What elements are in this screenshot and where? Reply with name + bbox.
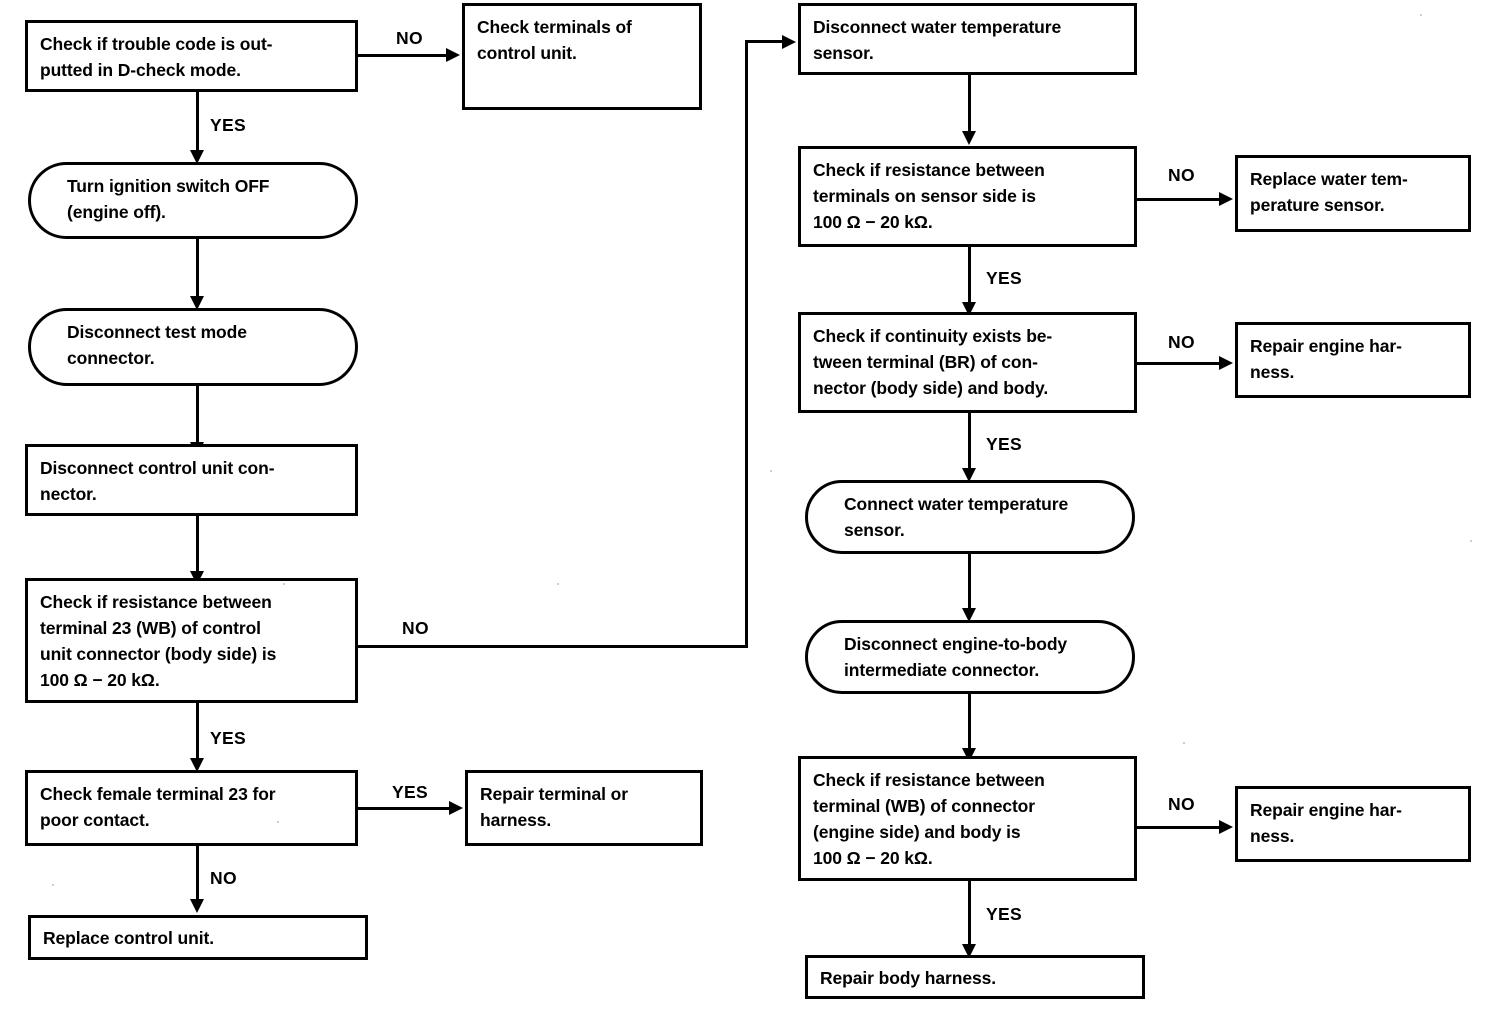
edge-label-yes-3: YES bbox=[392, 782, 428, 802]
node-repair-engine-harness-2[interactable]: Repair engine har- ness. bbox=[1235, 786, 1471, 862]
node-turn-ignition-off[interactable]: Turn ignition switch OFF (engine off). bbox=[28, 162, 358, 239]
edge-label-no-2: NO bbox=[402, 618, 429, 638]
edge-n17-n19-line bbox=[968, 881, 971, 951]
edge-n6-n7-arrowhead bbox=[190, 758, 204, 772]
scan-speck bbox=[1420, 14, 1422, 16]
scan-speck bbox=[1470, 540, 1472, 542]
edge-n17-n18-arrowhead bbox=[1219, 820, 1233, 834]
scan-speck bbox=[52, 884, 54, 886]
edge-n7-n8-arrowhead bbox=[449, 801, 463, 815]
node-replace-water-temp-sensor[interactable]: Replace water tem- perature sensor. bbox=[1235, 155, 1471, 232]
edge-label-yes-5: YES bbox=[986, 434, 1022, 454]
edge-label-no-3: NO bbox=[210, 868, 237, 888]
edge-label-no-5: NO bbox=[1168, 332, 1195, 352]
edge-n10-n11-line bbox=[968, 75, 971, 138]
scan-speck bbox=[1183, 742, 1185, 744]
node-check-resistance-terminal-23[interactable]: Check if resistance between terminal 23 … bbox=[25, 578, 358, 703]
edge-label-no-1: NO bbox=[396, 28, 423, 48]
node-repair-terminal-or-harness[interactable]: Repair terminal or harness. bbox=[465, 770, 703, 846]
edge-label-no-6: NO bbox=[1168, 794, 1195, 814]
edge-n1-n2-line bbox=[358, 54, 448, 57]
edge-n7-n9-line bbox=[196, 846, 199, 906]
node-disconnect-water-temp-sensor[interactable]: Disconnect water temperature sensor. bbox=[798, 3, 1137, 75]
edge-label-yes-1: YES bbox=[210, 115, 246, 135]
node-check-trouble-code[interactable]: Check if trouble code is out- putted in … bbox=[25, 20, 358, 92]
edge-n10-n11-arrowhead bbox=[962, 131, 976, 145]
edge-n1-n3-arrowhead bbox=[190, 150, 204, 164]
node-check-female-terminal-23[interactable]: Check female terminal 23 for poor contac… bbox=[25, 770, 358, 846]
edge-n13-n14-arrowhead bbox=[1219, 356, 1233, 370]
edge-n7-n9-arrowhead bbox=[190, 899, 204, 913]
edge-n17-n19-arrowhead bbox=[962, 944, 976, 958]
node-connect-water-temp-sensor[interactable]: Connect water temperature sensor. bbox=[805, 480, 1135, 554]
node-disconnect-engine-to-body-connector[interactable]: Disconnect engine-to-body intermediate c… bbox=[805, 620, 1135, 694]
scan-speck bbox=[283, 583, 285, 585]
edge-n15-n16-arrowhead bbox=[962, 608, 976, 622]
edge-label-yes-4: YES bbox=[986, 268, 1022, 288]
edge-label-yes-6: YES bbox=[986, 904, 1022, 924]
edge-n1-n3-line bbox=[196, 92, 199, 156]
edge-n11-n13-line bbox=[968, 247, 971, 309]
edge-n13-n15-line bbox=[968, 413, 971, 475]
edge-n11-n12-arrowhead bbox=[1219, 192, 1233, 206]
scan-speck bbox=[277, 821, 279, 823]
edge-n11-n12-line bbox=[1137, 198, 1223, 201]
edge-n7-n8-line bbox=[358, 807, 453, 810]
edge-n13-n15-arrowhead bbox=[962, 468, 976, 482]
scan-speck bbox=[557, 583, 559, 585]
edge-n6-n7-line bbox=[196, 703, 199, 765]
node-repair-engine-harness-1[interactable]: Repair engine har- ness. bbox=[1235, 322, 1471, 398]
edge-n6-n10-horizontal bbox=[358, 645, 748, 648]
node-replace-control-unit[interactable]: Replace control unit. bbox=[28, 915, 368, 960]
edge-n4-n5-line bbox=[196, 386, 199, 449]
node-check-terminals-control-unit[interactable]: Check terminals of control unit. bbox=[462, 3, 702, 110]
edge-n3-n4-arrowhead bbox=[190, 296, 204, 310]
edge-n1-n2-arrowhead bbox=[446, 48, 460, 62]
edge-n5-n6-line bbox=[196, 516, 199, 578]
edge-n6-n10-vertical bbox=[745, 40, 748, 648]
node-check-resistance-engine-side[interactable]: Check if resistance between terminal (WB… bbox=[798, 756, 1137, 881]
edge-n15-n16-line bbox=[968, 554, 971, 616]
node-check-continuity-br-terminal[interactable]: Check if continuity exists be- tween ter… bbox=[798, 312, 1137, 413]
edge-n16-n17-line bbox=[968, 694, 971, 756]
edge-n3-n4-line bbox=[196, 239, 199, 303]
node-disconnect-test-mode-connector[interactable]: Disconnect test mode connector. bbox=[28, 308, 358, 386]
node-disconnect-control-unit-connector[interactable]: Disconnect control unit con- nector. bbox=[25, 444, 358, 516]
edge-label-no-4: NO bbox=[1168, 165, 1195, 185]
node-repair-body-harness[interactable]: Repair body harness. bbox=[805, 955, 1145, 999]
edge-n6-n10-entry bbox=[745, 40, 785, 43]
edge-n13-n14-line bbox=[1137, 362, 1223, 365]
edge-n17-n18-line bbox=[1137, 826, 1223, 829]
edge-n6-n10-arrowhead bbox=[782, 35, 796, 49]
edge-label-yes-2: YES bbox=[210, 728, 246, 748]
node-check-resistance-sensor-side[interactable]: Check if resistance between terminals on… bbox=[798, 146, 1137, 247]
scan-speck bbox=[770, 470, 772, 472]
